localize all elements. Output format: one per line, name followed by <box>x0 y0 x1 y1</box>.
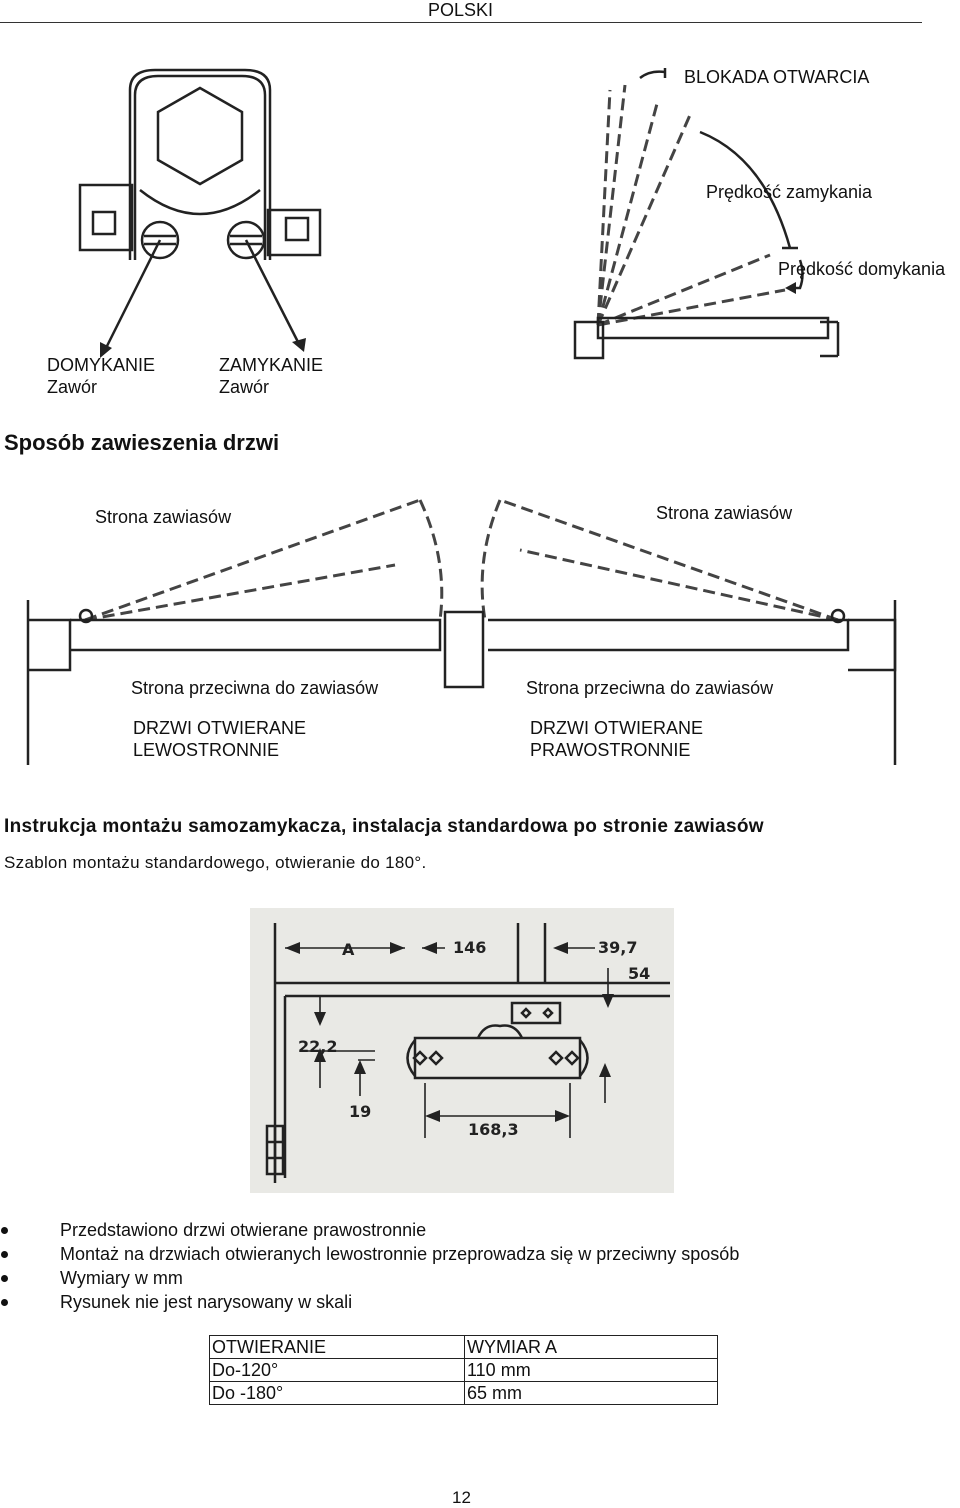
closing-speed-label: Prędkość zamykania <box>706 182 873 202</box>
closing-valve-label-line2: Zawór <box>47 377 98 397</box>
left-opposite-side-label: Strona przeciwna do zawiasów <box>131 678 379 698</box>
list-item: Wymiary w mm <box>0 1266 739 1290</box>
backcheck-label: BLOKADA OTWARCIA <box>684 67 870 87</box>
table-row: Do -180° 65 mm <box>209 1381 718 1405</box>
table-cell: Do-120° <box>209 1358 465 1382</box>
bullet-icon <box>1 1227 8 1234</box>
installation-title: Instrukcja montażu samozamykacza, instal… <box>4 816 764 837</box>
shutting-valve-label-line2: Zawór <box>219 377 270 397</box>
table-header-cell: OTWIERANIE <box>209 1335 465 1359</box>
right-hinge-side-label: Strona zawiasów <box>656 503 793 523</box>
right-hand-door-label-line1: DRZWI OTWIERANE <box>530 718 703 738</box>
note-text: Montaż na drzwiach otwieranych lewostron… <box>60 1244 740 1264</box>
door-handing-drawing <box>26 498 897 765</box>
list-item: Rysunek nie jest narysowany w skali <box>0 1290 739 1314</box>
left-hand-door-label: DRZWI OTWIERANE LEWOSTRONNIE <box>133 717 306 761</box>
mounting-template-drawing: A 146 39,7 54 22,2 19 168,3 <box>250 908 674 1193</box>
right-hand-door-label: DRZWI OTWIERANE PRAWOSTRONNIE <box>530 717 703 761</box>
table-row: Do-120° 110 mm <box>209 1358 718 1382</box>
note-text: Rysunek nie jest narysowany w skali <box>60 1292 353 1312</box>
door-speed-zones-drawing <box>573 68 840 360</box>
list-item: Przedstawiono drzwi otwierane prawostron… <box>0 1218 739 1242</box>
table-header-row: OTWIERANIE WYMIAR A <box>209 1335 718 1359</box>
notes-list: Przedstawiono drzwi otwierane prawostron… <box>0 1218 739 1314</box>
bullet-icon <box>1 1251 8 1258</box>
right-opposite-side-label: Strona przeciwna do zawiasów <box>526 678 774 698</box>
left-hinge-side-label: Strona zawiasów <box>95 507 232 527</box>
bullet-icon <box>1 1299 8 1306</box>
closer-valve-drawing <box>78 68 322 358</box>
left-hand-door-label-line2: LEWOSTRONNIE <box>133 740 280 760</box>
page-header-language: POLSKI <box>428 0 494 20</box>
hanging-section-title: Sposób zawieszenia drzwi <box>4 430 280 455</box>
dimension-a-table: OTWIERANIE WYMIAR A Do-120° 110 mm Do -1… <box>209 1335 718 1405</box>
shutting-valve-label: ZAMYKANIE Zawór <box>219 354 323 398</box>
table-cell: 110 mm <box>464 1358 718 1382</box>
shutting-valve-label-line1: ZAMYKANIE <box>219 355 324 375</box>
list-item: Montaż na drzwiach otwieranych lewostron… <box>0 1242 739 1266</box>
dim-a-label: A <box>342 940 355 959</box>
dim-146-label: 146 <box>453 938 486 957</box>
table-cell: 65 mm <box>464 1381 718 1405</box>
left-hand-door-label-line1: DRZWI OTWIERANE <box>133 718 306 738</box>
note-text: Wymiary w mm <box>60 1268 183 1288</box>
closing-valve-label-line1: DOMYKANIE <box>47 355 156 375</box>
table-header-cell: WYMIAR A <box>464 1335 718 1359</box>
dim-39-7-label: 39,7 <box>598 938 637 957</box>
dim-22-2-label: 22,2 <box>298 1037 337 1056</box>
page-number: 12 <box>452 1488 471 1507</box>
right-hand-door-label-line2: PRAWOSTRONNIE <box>530 740 691 760</box>
closing-valve-label: DOMYKANIE Zawór <box>47 354 155 398</box>
table-cell: Do -180° <box>209 1381 465 1405</box>
dim-168-3-label: 168,3 <box>468 1120 519 1139</box>
installation-subtitle: Szablon montażu standardowego, otwierani… <box>4 853 427 872</box>
dim-19-label: 19 <box>349 1102 371 1121</box>
dim-54-label: 54 <box>628 964 650 983</box>
latching-speed-label: Prędkość domykania <box>778 259 946 279</box>
header-divider <box>0 22 922 23</box>
note-text: Przedstawiono drzwi otwierane prawostron… <box>60 1220 427 1240</box>
bullet-icon <box>1 1275 8 1282</box>
